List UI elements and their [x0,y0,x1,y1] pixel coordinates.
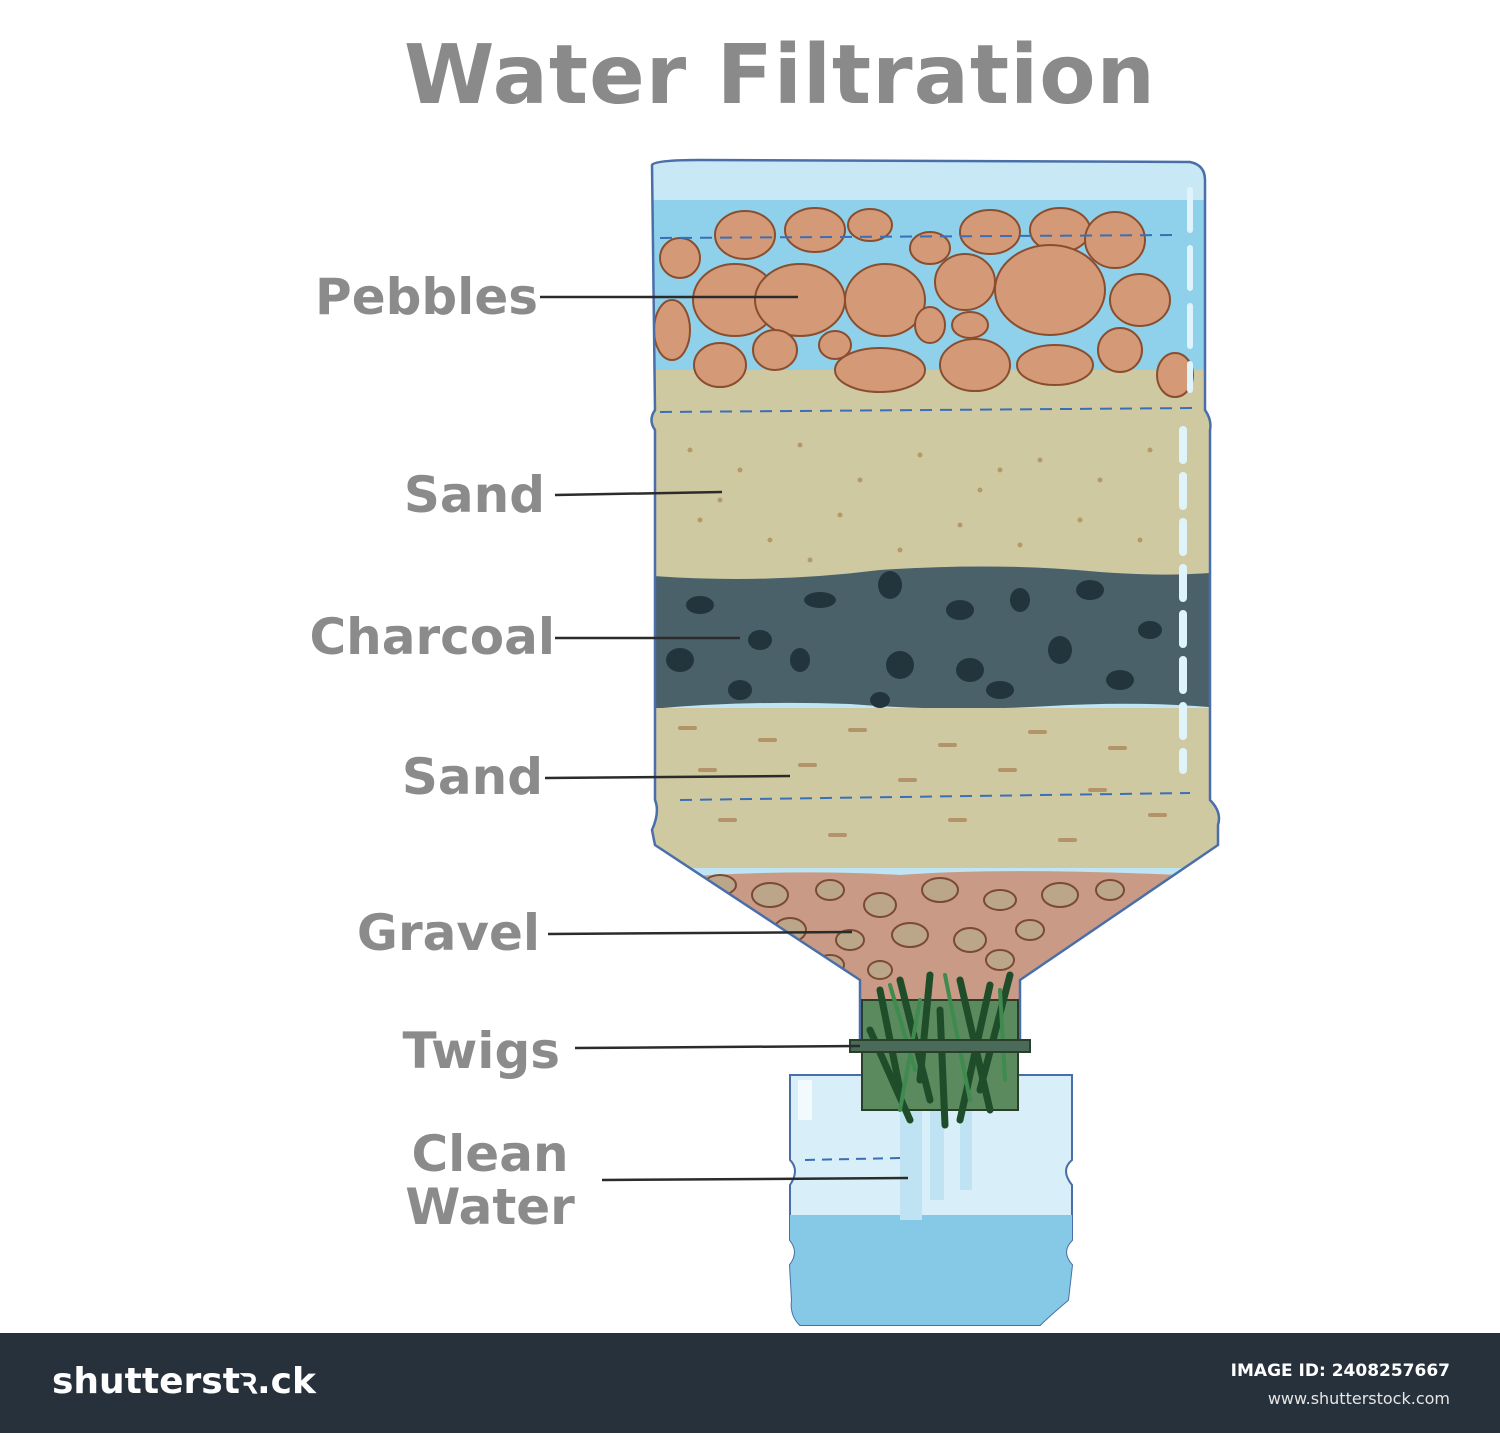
image-id: IMAGE ID: 2408257667 [1230,1361,1450,1381]
sand-dots [687,442,1153,563]
stock-brand: shutterstꝛ.ck [52,1361,316,1402]
label-sand-lower: Sand [401,748,543,806]
filter-bottle [650,158,1221,1042]
stock-footer: shutterstꝛ.ck IMAGE ID: 2408257667 www.s… [0,1333,1500,1433]
gravel-stones [703,874,1125,980]
label-gravel: Gravel [356,904,540,962]
label-charcoal: Charcoal [309,608,555,666]
sand-dashes [678,726,1167,842]
label-pebbles: Pebbles [315,268,538,326]
site-url: www.shutterstock.com [1267,1389,1450,1408]
label-twigs: Twigs [402,1022,561,1080]
diagram-title: Water Filtration [404,28,1156,123]
twigs-bundle [849,971,1031,1129]
label-clean-water: Clean Water [405,1125,575,1236]
collection-jar [788,1074,1074,1326]
pebbles-layer [653,207,1194,398]
label-sand-upper: Sand [403,466,545,524]
charcoal-pieces [666,571,1162,708]
leader-lines [540,295,909,1182]
